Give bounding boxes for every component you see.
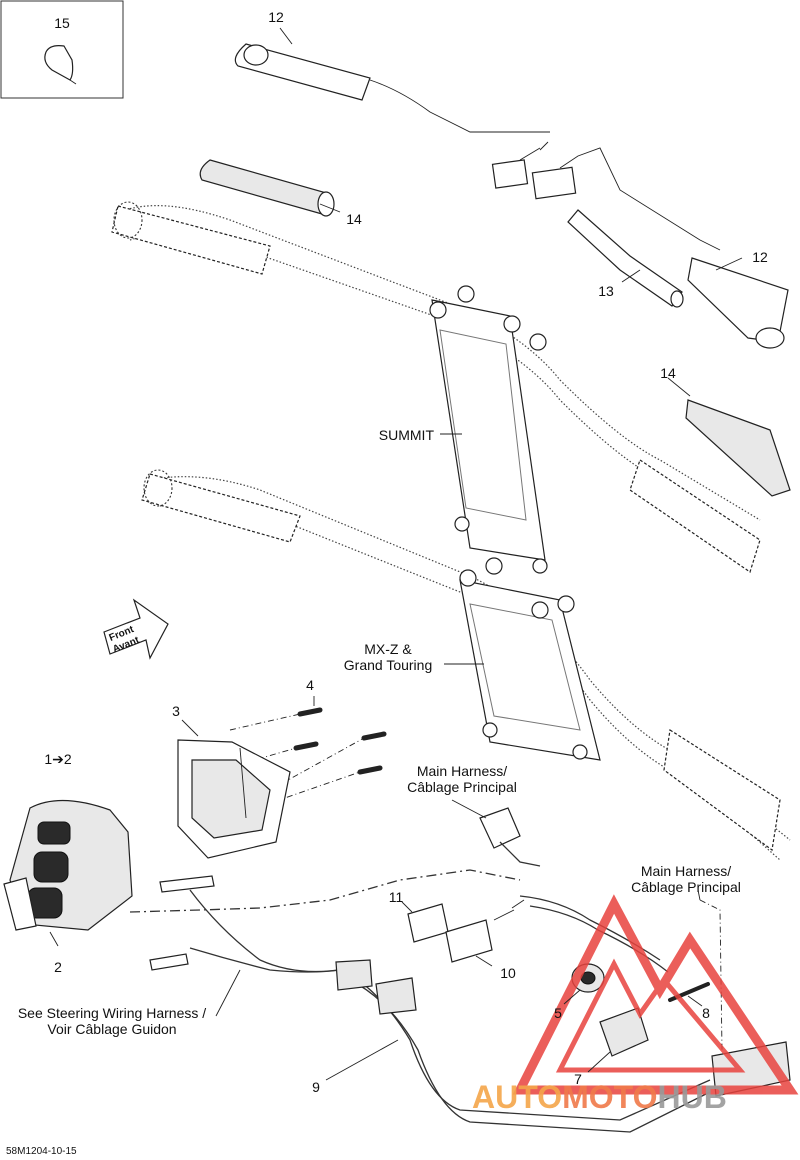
callout-14-top: 14 — [346, 211, 362, 227]
watermark-auto: AUTO — [472, 1079, 562, 1115]
text-labels: SUMMIT MX-Z & Grand Touring Main Harness… — [6, 427, 741, 1157]
part-12-heater-right — [687, 257, 789, 349]
handlebar-mxz — [141, 469, 791, 861]
label-main-harness-1b: Câblage Principal — [407, 779, 517, 795]
callout-8: 8 — [702, 1005, 710, 1021]
label-mxz-1: MX-Z & — [364, 641, 412, 657]
part-7-bushing — [599, 1007, 649, 1057]
part-11-connector — [407, 903, 449, 943]
callout-14-right: 14 — [660, 365, 676, 381]
part-12-heater-top — [234, 43, 550, 133]
label-summit: SUMMIT — [379, 427, 435, 443]
callout-1: 1➔2 — [44, 751, 72, 767]
callout-3: 3 — [172, 703, 180, 719]
watermark-hub: HUB — [657, 1079, 726, 1115]
label-main-harness-1a: Main Harness/ — [417, 763, 507, 779]
riser-summit — [431, 299, 546, 561]
watermark-logo — [512, 894, 799, 1095]
grip-mxz-right — [663, 728, 781, 852]
leader-lines — [49, 27, 743, 1081]
svg-text:AUTOMOTOHUB: AUTOMOTOHUB — [472, 1079, 727, 1115]
footer-code: 58M1204-10-15 — [6, 1146, 77, 1157]
callout-9: 9 — [312, 1079, 320, 1095]
part-13-tube — [567, 209, 684, 308]
callout-13: 13 — [598, 283, 614, 299]
label-mxz-2: Grand Touring — [344, 657, 432, 673]
grip-summit-right — [629, 459, 761, 573]
callout-11: 11 — [389, 889, 404, 905]
handlebar-summit — [111, 201, 761, 574]
label-main-harness-2a: Main Harness/ — [641, 863, 731, 879]
watermark-text: AUTOMOTOHUB — [472, 1079, 727, 1115]
callout-12-right: 12 — [752, 249, 768, 265]
callout-2: 2 — [54, 959, 62, 975]
callout-10: 10 — [500, 965, 516, 981]
watermark-moto: MOTO — [562, 1079, 657, 1115]
callout-5: 5 — [554, 1005, 562, 1021]
label-steering-1: See Steering Wiring Harness / — [18, 1005, 206, 1021]
riser-mxz — [459, 579, 601, 761]
label-main-harness-2b: Câblage Principal — [631, 879, 741, 895]
label-steering-2: Voir Câblage Guidon — [47, 1021, 176, 1037]
front-arrow-icon — [103, 598, 169, 660]
part-1-switch — [3, 799, 521, 931]
inset-box-15 — [0, 0, 124, 99]
callout-7: 7 — [574, 1071, 582, 1087]
connector-pair-top — [491, 141, 721, 251]
callout-12-top: 12 — [268, 9, 284, 25]
grip-mxz-left — [141, 473, 301, 543]
callout-4: 4 — [306, 677, 314, 693]
main-harness-connector-1 — [479, 807, 541, 867]
part-14-heater-right — [685, 399, 791, 497]
part-3-housing — [177, 739, 291, 859]
part-14-heater-top — [199, 159, 335, 217]
callout-15: 15 — [54, 15, 70, 31]
grip-summit-left — [111, 205, 271, 275]
connector-9b — [375, 977, 417, 1015]
steering-harness-wiring — [149, 875, 711, 1133]
connector-9a — [335, 959, 373, 991]
part-10-connector — [445, 919, 493, 963]
callouts: 15 12 12 13 14 14 4 3 1➔2 2 11 10 5 8 7 … — [44, 9, 768, 1095]
part-15-clip — [44, 45, 74, 81]
